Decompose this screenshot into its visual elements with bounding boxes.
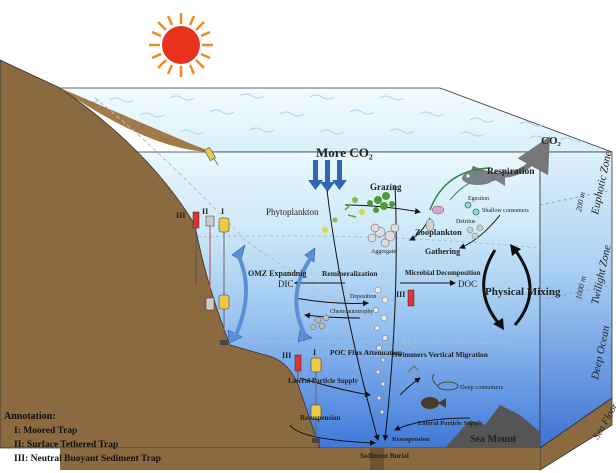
deep-consumers-icon (421, 373, 459, 409)
chemoautotrophy-icon (310, 314, 330, 330)
depth-200-label: 200 m (574, 191, 587, 212)
carbon-flow-arrows (289, 176, 501, 446)
physical-mixing-arrows (482, 244, 532, 330)
phytoplankton-icon (322, 197, 365, 233)
omz-arrows (227, 244, 316, 344)
co2-label: CO₂ (541, 135, 562, 147)
aggregate-label: Aggregate (371, 249, 396, 255)
zooplankton-icon (425, 205, 445, 232)
chemoautotrophy-label: Chemoautotrophy (330, 309, 373, 315)
dic-label: DIC (278, 279, 294, 289)
shallow-consumers-label: Shallow consumers (482, 208, 529, 214)
sea-mount-shape (445, 405, 540, 448)
detritus-label: Detritus (456, 219, 476, 225)
seabed-front (60, 448, 540, 470)
poc-flux-attenuation-label: POC Flux Attenuation (330, 348, 403, 357)
gathering-label: Gathering (425, 247, 460, 256)
grazing-label: Grazing (370, 182, 402, 192)
zooplankton-label: Zooplankton (415, 227, 462, 237)
swimmers-vertical-migration-label: Swimmers Vertical Migration (393, 350, 489, 359)
deep-consumers-label: Deep consumers (460, 384, 504, 391)
trap-label-I: I (221, 207, 224, 216)
trap-label-I-lower: I (313, 348, 316, 357)
remineralization-label: Remineralization (322, 269, 378, 278)
surface-buoy-icon (204, 146, 219, 166)
annotation-title: Annotation: (4, 411, 56, 422)
egestion-label: Egestion (468, 196, 489, 202)
shelf-projection-line (94, 97, 421, 351)
sun-icon (149, 13, 213, 77)
detritus-icon (466, 224, 484, 240)
respiration-label: Respiration (487, 167, 535, 177)
resuspension-label-2: Resuspension (392, 436, 430, 443)
annotation-item-surface-tethered-trap: II: Surface Tethered Trap (14, 440, 119, 450)
sediment-column (370, 448, 384, 470)
trophic-arrow (429, 167, 491, 211)
more-co2-label: More CO₂ (316, 145, 373, 160)
trap-string-left (192, 211, 230, 345)
fish-icon (462, 170, 505, 186)
phytoplankton-label: Phytoplankton (266, 207, 319, 217)
sea-mount-label: Sea Mount (470, 434, 517, 445)
sinking-particles (373, 286, 389, 415)
shallow-consumers-icon (464, 201, 480, 216)
physical-mixing-label: Physical Mixing (485, 286, 561, 298)
trap-label-III-lower: III (282, 351, 291, 360)
annotation-item-moored-trap: I: Moored Trap (14, 426, 78, 436)
trap-label-II: II (202, 207, 208, 216)
sediment-burial-label: Sediment Burial (360, 452, 409, 460)
continental-shelf (0, 59, 321, 449)
migrating-swimmer-icon (407, 365, 419, 373)
algae-cluster-icon (367, 192, 395, 213)
trap-label-III: III (176, 211, 185, 220)
co2-input-arrows (308, 160, 347, 192)
microbial-decomposition-label: Microbial Decomposition (405, 269, 481, 277)
resuspension-label: Resuspension (300, 414, 341, 422)
trap-string-lower (294, 354, 322, 443)
lateral-particle-supply-label-2: Lateral Particle Supply (418, 420, 484, 427)
trap-label-III-doc: III (396, 290, 405, 299)
doc-label: DOC (458, 279, 477, 289)
annotation-item-neutral-buoyant-trap: III: Neutral Buoyant Sediment Trap (14, 454, 161, 464)
lateral-particle-supply-label: Lateral Particle Supply (288, 377, 358, 385)
aggregate-icon (367, 223, 400, 248)
deposition-label: Deposition (350, 294, 376, 300)
annotation-legend: Annotation: I: Moored Trap II: Surface T… (4, 410, 234, 466)
trap-neutral-buoyant-right (407, 289, 415, 307)
omz-expanding-label: OMZ Expandnig (248, 269, 306, 278)
